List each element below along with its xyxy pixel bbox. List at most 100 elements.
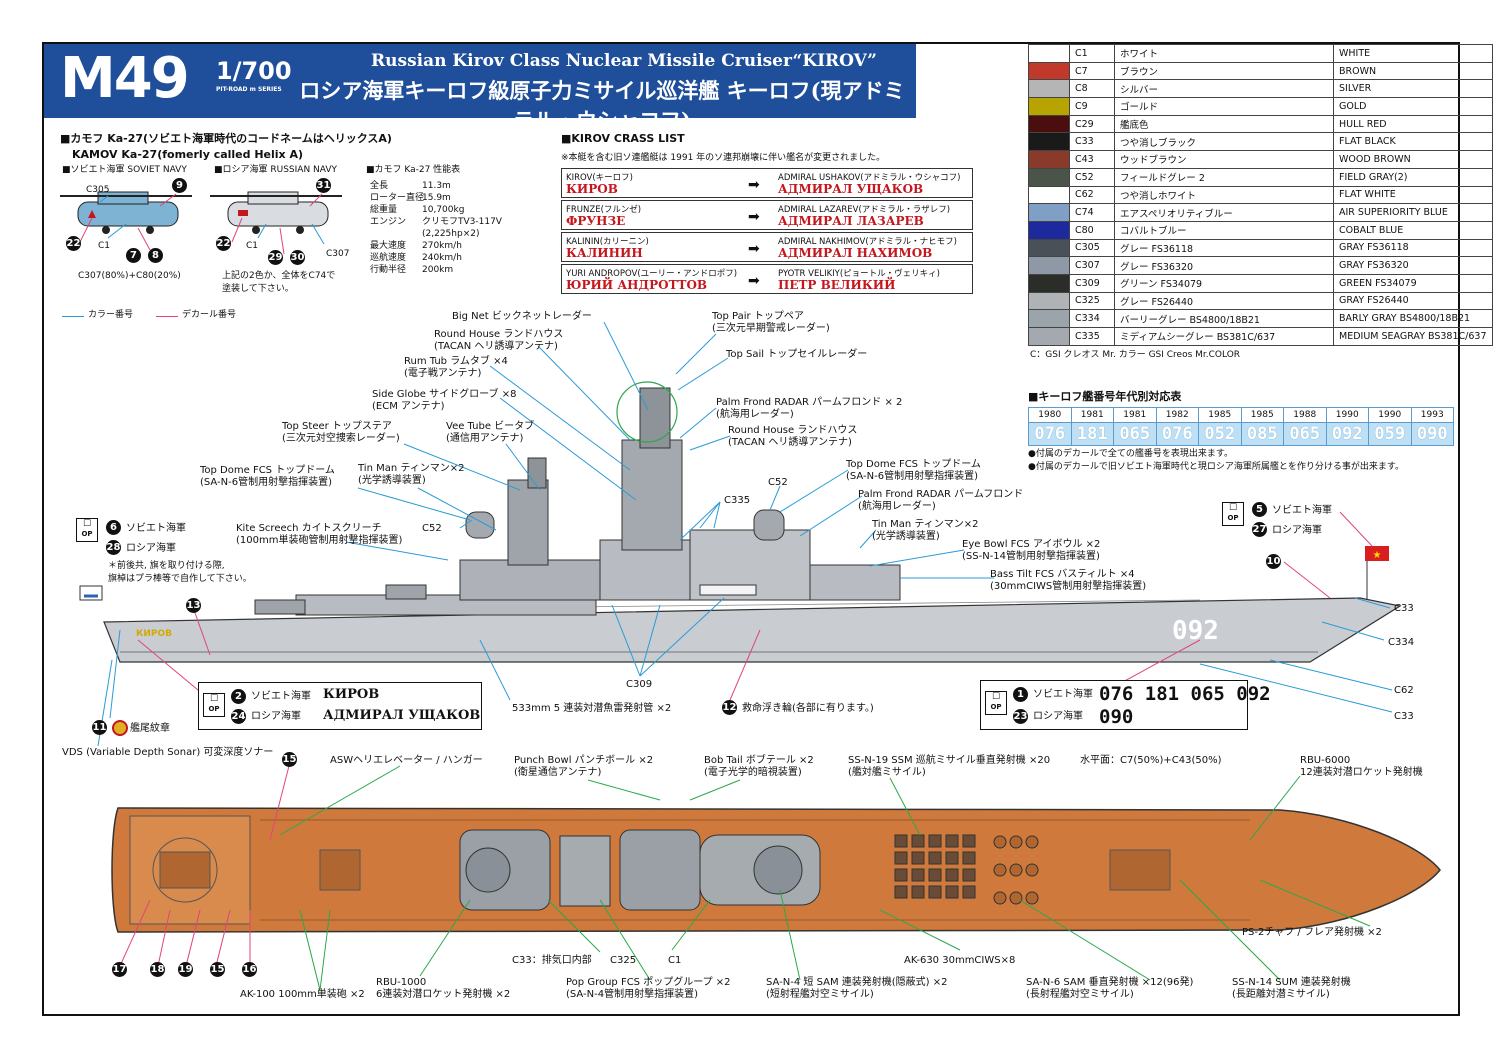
spec-value: 240km/h bbox=[422, 253, 462, 263]
color-name-en: FLAT WHITE bbox=[1333, 185, 1493, 205]
decal-2: 2 bbox=[231, 689, 246, 704]
callout-bass-tilt: Bass Tilt FCS バスティルト ×4 bbox=[990, 569, 1135, 580]
name-box-soviet: ソビエト海軍 bbox=[251, 691, 311, 702]
callout-top-dome-aft: Top Dome FCS トップドーム bbox=[200, 465, 335, 476]
decal-9: 9 bbox=[172, 178, 187, 193]
color-code: C80 bbox=[1069, 220, 1115, 240]
decal-15-top: 15 bbox=[282, 752, 297, 767]
color-code: C43 bbox=[1069, 150, 1115, 169]
kirov-list-row: FRUNZE(フルンゼ)ФРУНЗЕ➡ADMIRAL LAZAREV(アドミラル… bbox=[561, 200, 973, 230]
hull-number-cell: 076 bbox=[1155, 422, 1199, 446]
decal-24: 24 bbox=[231, 709, 246, 724]
color-swatch bbox=[1028, 79, 1070, 99]
callout-side-globe: Side Globe サイドグローブ ×8 bbox=[372, 389, 517, 400]
deck-pop-group-sub: (SA-N-4管制用射撃指揮装置) bbox=[566, 989, 699, 1000]
deck-bob-tail-sub: (電子光学的暗視装置) bbox=[704, 767, 802, 778]
decal-7: 7 bbox=[126, 248, 141, 263]
hull-number-cell: 059 bbox=[1368, 422, 1412, 446]
new-name-ru: АДМИРАЛ УЩАКОВ bbox=[778, 182, 924, 196]
spec-key: 行動半径 bbox=[370, 265, 407, 275]
heli-color-c307: C307 bbox=[326, 249, 350, 259]
color-swatch bbox=[1028, 327, 1070, 346]
color-code: C335 bbox=[1069, 327, 1115, 346]
spec-value: クリモフTV3-117V bbox=[422, 217, 502, 227]
year-cell: 1985 bbox=[1240, 407, 1284, 423]
hull-number-cell: 085 bbox=[1240, 422, 1284, 446]
color-code: C8 bbox=[1069, 79, 1115, 99]
color-name-en: BARLY GRAY BS4800/18B21 bbox=[1333, 309, 1493, 328]
scale: 1/700 bbox=[216, 57, 292, 85]
deck-ssn19: SS-N-19 SSM 巡航ミサイル垂直発射機 ×20 bbox=[848, 755, 1051, 766]
callout-round-house-fwd: Round House ランドハウス bbox=[728, 425, 858, 436]
deck-bob-tail: Bob Tail ボブテール ×2 bbox=[704, 755, 814, 766]
deck-san4-sub: (短射程艦対空ミサイル) bbox=[766, 989, 874, 1000]
callout-emblem: 艦尾紋章 bbox=[130, 723, 170, 734]
color-name-en: MEDIUM SEAGRAY BS381C/637 bbox=[1333, 327, 1493, 346]
color-swatch bbox=[1028, 167, 1070, 187]
deck-san6: SA-N-6 SAM 垂直発射機 ×12(96発) bbox=[1026, 977, 1194, 988]
decal-27: 27 bbox=[1252, 522, 1267, 537]
spec-key: 最大速度 bbox=[370, 241, 407, 251]
color-name-en: GRAY FS36118 bbox=[1333, 238, 1493, 258]
number-box-soviet-numbers: 076 181 065 092 bbox=[1099, 683, 1271, 705]
color-swatch bbox=[1028, 238, 1070, 258]
color-name-jp: シルバー bbox=[1114, 79, 1334, 99]
callout-c62: C62 bbox=[1394, 685, 1414, 696]
title-japanese: ロシア海軍キーロフ級原子力ミサイル巡洋艦 キーロフ(現アドミラル・ウシャコフ) bbox=[299, 78, 905, 133]
legend-decal-label: デカール番号 bbox=[182, 310, 237, 320]
year-cell: 1981 bbox=[1113, 407, 1157, 423]
color-code: C1 bbox=[1069, 44, 1115, 63]
hull-number-heading: ■キーロフ艦番号年代別対応表 bbox=[1028, 390, 1182, 403]
color-code: C29 bbox=[1069, 114, 1115, 134]
color-name-en: HULL RED bbox=[1333, 114, 1493, 134]
deck-ak630: AK-630 30mmCIWS×8 bbox=[904, 955, 1016, 966]
color-swatch bbox=[1028, 132, 1070, 152]
spec-key: ローター直径 bbox=[370, 193, 425, 203]
op-badge-bow: ☐OP bbox=[1222, 502, 1244, 526]
decal-31: 31 bbox=[316, 178, 331, 193]
color-name-jp: 艦底色 bbox=[1114, 114, 1334, 134]
old-name-ru: ЮРИЙ АНДРОТТОВ bbox=[566, 278, 708, 292]
legend-decal-line bbox=[156, 316, 178, 317]
color-swatch bbox=[1028, 256, 1070, 275]
callout-top-steer: Top Steer トップステア bbox=[282, 421, 392, 432]
decal-18: 18 bbox=[150, 962, 165, 977]
callout-vee-tube: Vee Tube ビータブ bbox=[446, 421, 535, 432]
sheet-frame bbox=[42, 42, 1460, 1016]
hull-number-cell: 065 bbox=[1283, 422, 1327, 446]
color-code: C7 bbox=[1069, 61, 1115, 81]
deck-c1: C1 bbox=[668, 955, 682, 966]
kirov-list-heading: ■KIROV CRASS LIST bbox=[561, 132, 685, 145]
callout-top-sail: Top Sail トップセイルレーダー bbox=[726, 349, 868, 360]
heli-russian-label: ■ロシア海軍 RUSSIAN NAVY bbox=[214, 165, 338, 175]
spec-value: (2,225hp×2) bbox=[422, 229, 480, 239]
callout-lifebuoy: 救命浮き輪(各部に有ります。) bbox=[742, 703, 874, 714]
color-swatch bbox=[1028, 291, 1070, 311]
arrow-right-icon: ➡ bbox=[748, 177, 760, 193]
op-badge-name: ☐OP bbox=[203, 693, 225, 717]
decal-13: 13 bbox=[186, 598, 201, 613]
deck-punch-bowl: Punch Bowl パンチボール ×2 bbox=[514, 755, 654, 766]
color-name-jp: ゴールド bbox=[1114, 97, 1334, 116]
heli-spec-label: ■カモフ Ka-27 性能表 bbox=[366, 165, 461, 175]
hull-number-cell: 092 bbox=[1325, 422, 1369, 446]
color-swatch bbox=[1028, 203, 1070, 222]
heli-color-c1-russian: C1 bbox=[246, 241, 259, 251]
heli-soviet-label: ■ソビエト海軍 SOVIET NAVY bbox=[62, 165, 187, 175]
title-english: Russian Kirov Class Nuclear Missile Crui… bbox=[371, 51, 877, 71]
color-name-jp: グレー FS26440 bbox=[1114, 291, 1334, 311]
color-swatch bbox=[1028, 61, 1070, 81]
callout-eye-bowl-sub: (SS-N-14管制用射撃指揮装置) bbox=[962, 551, 1100, 562]
new-name-ru: ПЕТР ВЕЛИКИЙ bbox=[778, 278, 896, 292]
deck-san6-sub: (長射程艦対空ミサイル) bbox=[1026, 989, 1134, 1000]
deck-rbu6000: RBU-6000 bbox=[1300, 755, 1351, 766]
title-banner: M49 1/700 PIT-ROAD m SERIES Russian Kiro… bbox=[44, 44, 916, 133]
